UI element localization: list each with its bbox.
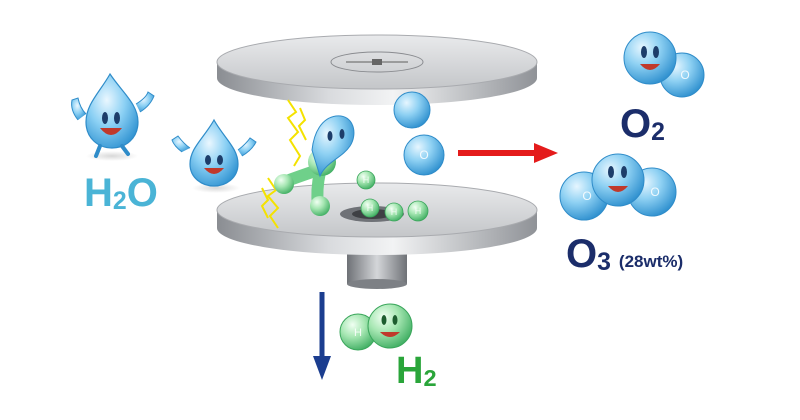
top-electrode-plate — [216, 34, 538, 105]
atom-letter-h: H — [391, 207, 398, 217]
ozone-label-subscript: 3 — [597, 248, 611, 276]
hydrogen-label-subscript: 2 — [423, 364, 437, 391]
oxygen-label: O2 — [620, 104, 665, 146]
blue-arrow-down-to-hydrogen — [313, 292, 331, 380]
ozone-concentration-note: (28wt%) — [618, 252, 684, 271]
bottom-electrode-plate — [216, 182, 538, 289]
oxygen-atom-middle — [403, 134, 445, 176]
lightning-bolts — [260, 99, 307, 229]
hydrogen-label-element: H — [396, 350, 424, 392]
atom-letter-o: O — [650, 185, 659, 199]
water-label-subscript: 2 — [112, 187, 127, 215]
water-droplet-character-left — [71, 72, 155, 161]
ozone-molecule-character — [559, 153, 677, 221]
water-label: H2O — [84, 173, 158, 215]
atom-letter-h: H — [363, 175, 370, 185]
water-droplet-character-right — [171, 118, 257, 193]
oxygen-atom-upper — [393, 91, 431, 129]
water-label-rest: O — [126, 171, 158, 215]
atom-letter-h: H — [415, 206, 422, 216]
water-label-element: H — [84, 171, 113, 215]
ozone-label-element: O — [566, 232, 598, 276]
hydrogen-atoms-between-plates — [356, 170, 429, 222]
atom-letter-o: O — [582, 189, 591, 203]
oxygen-molecule-character — [623, 31, 705, 98]
atom-letter-h: H — [367, 203, 374, 213]
oxygen-label-element: O — [620, 102, 652, 146]
atom-letter-o: O — [419, 148, 428, 162]
ozone-label: O3 (28wt%) — [566, 234, 683, 276]
hydrogen-label: H2 — [396, 352, 437, 390]
atom-letter-o: O — [680, 68, 689, 82]
oxygen-label-subscript: 2 — [651, 118, 665, 146]
atom-letters: H H H H O O O O H — [354, 68, 690, 339]
splitting-water-molecule — [274, 115, 355, 216]
red-arrow-to-oxygen — [458, 143, 558, 163]
atom-letter-h: H — [354, 327, 362, 339]
hydrogen-molecule-character — [339, 303, 413, 351]
